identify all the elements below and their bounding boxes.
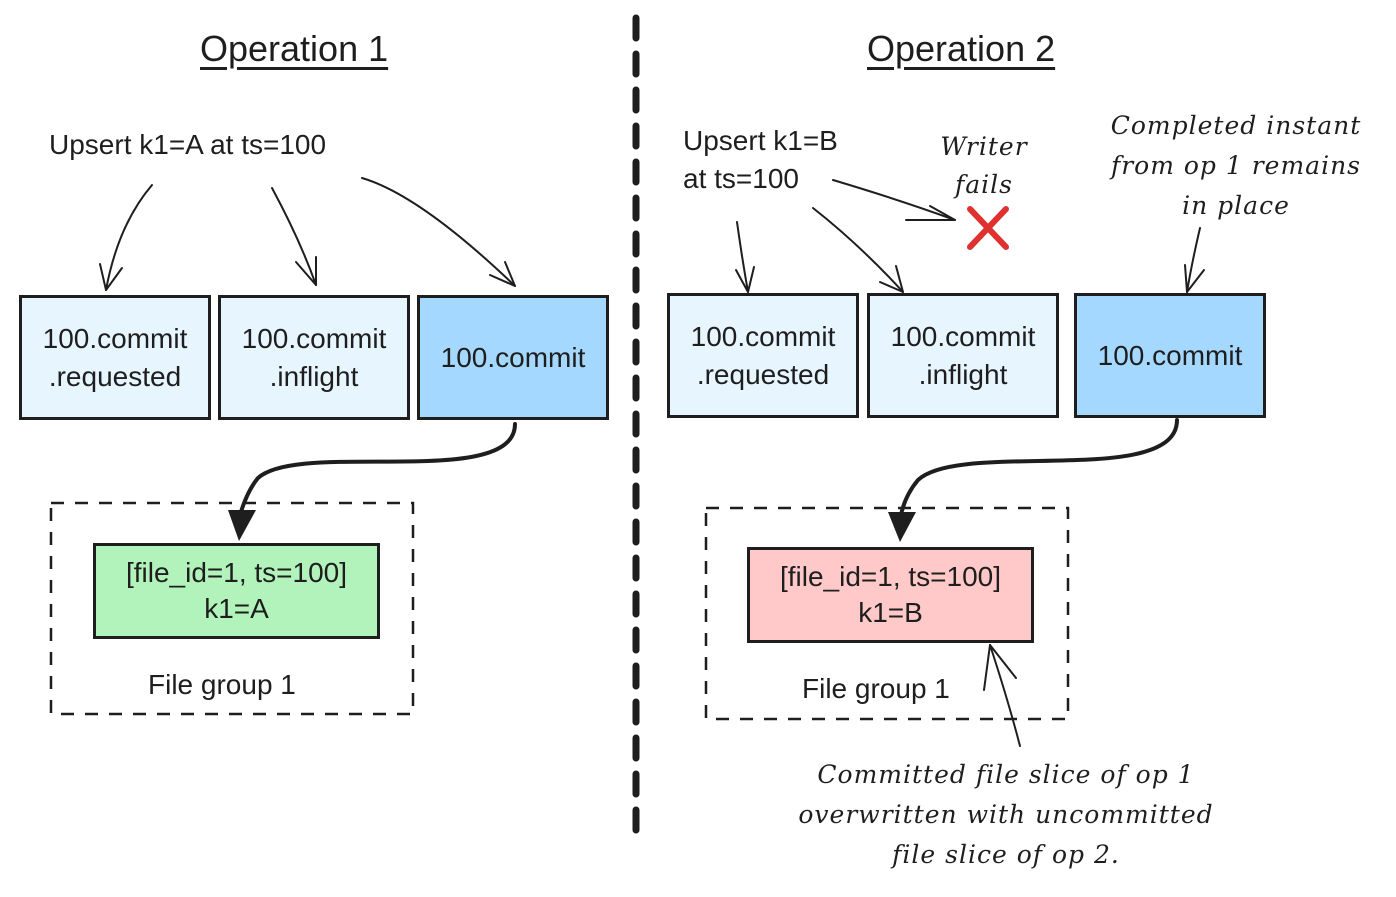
arrow-op2-commit-to-slice — [899, 418, 1179, 517]
file-slice-id: [file_id=1, ts=100] — [779, 561, 1002, 592]
op1-instant-requested[interactable]: 100.commit .requested — [19, 295, 211, 420]
writer-fails-line2: fails — [955, 170, 1013, 199]
writer-fails-line1: Writer — [940, 132, 1028, 161]
note-line: from op 1 remains — [1110, 151, 1362, 180]
note-line: Committed file slice of op 1 — [817, 760, 1195, 789]
instant-line2: .inflight — [269, 360, 359, 392]
instant-line2: .requested — [48, 360, 182, 392]
arrow-op1-to-inflight — [271, 187, 317, 286]
op1-instant-inflight[interactable]: 100.commit .inflight — [218, 295, 410, 420]
arrow-completed-note — [1186, 227, 1201, 293]
instant-line2: .inflight — [918, 358, 1008, 390]
op2-upsert-line2: at ts=100 — [683, 163, 799, 194]
op1-instant-commit[interactable]: 100.commit — [417, 295, 609, 420]
arrow-op1-to-commit — [361, 177, 516, 287]
op2-file-group-label: File group 1 — [802, 673, 950, 704]
op2-instant-requested[interactable]: 100.commit .requested — [667, 293, 859, 418]
instant-line2: .requested — [696, 358, 830, 390]
arrowhead-op1-slice — [228, 510, 256, 541]
op2-instant-commit[interactable]: 100.commit — [1074, 293, 1266, 418]
arrowhead-op2-slice — [888, 512, 916, 542]
op2-upsert-label: Upsert k1=B at ts=100 — [683, 124, 838, 196]
op1-file-slice[interactable]: [file_id=1, ts=100] k1=A — [93, 543, 380, 639]
arrow-op2-to-requested — [736, 221, 749, 293]
file-slice-key: k1=B — [858, 597, 923, 628]
arrow-op2-to-inflight — [812, 207, 904, 293]
arrow-op1-to-requested — [105, 184, 153, 291]
note-line: file slice of op 2. — [892, 840, 1120, 869]
op2-title: Operation 2 — [867, 28, 1056, 69]
arrow-overwrite-note — [989, 644, 1021, 747]
arrow-op1-commit-to-slice — [238, 422, 517, 517]
op1-upsert-label: Upsert k1=A at ts=100 — [49, 129, 327, 160]
instant-line1: 100.commit — [241, 322, 387, 354]
note-line: Completed instant — [1110, 111, 1362, 140]
op1-title: Operation 1 — [200, 28, 389, 69]
instant-line1: 100.commit — [440, 341, 586, 373]
file-slice-key: k1=A — [204, 593, 269, 624]
writer-fails-note: Writer fails — [928, 128, 1040, 204]
op2-upsert-line1: Upsert k1=B — [683, 125, 838, 156]
overwrite-note: Committed file slice of op 1 overwritten… — [770, 755, 1242, 875]
note-line: in place — [1182, 191, 1290, 220]
instant-line1: 100.commit — [690, 320, 836, 352]
file-slice-id: [file_id=1, ts=100] — [125, 557, 348, 588]
instant-line1: 100.commit — [42, 322, 188, 354]
instant-line1: 100.commit — [1097, 339, 1243, 371]
instant-line1: 100.commit — [890, 320, 1036, 352]
op2-instant-inflight[interactable]: 100.commit .inflight — [867, 293, 1059, 418]
note-line: overwritten with uncommitted — [798, 800, 1214, 829]
file-group-outline-op2 — [704, 506, 1070, 721]
op1-file-group-label: File group 1 — [148, 669, 296, 700]
x-mark-icon — [967, 206, 1009, 250]
file-group-outline-op1 — [49, 501, 415, 716]
completed-instant-note: Completed instant from op 1 remains in p… — [1088, 106, 1384, 226]
op2-file-slice[interactable]: [file_id=1, ts=100] k1=B — [747, 547, 1034, 643]
arrow-op2-writer-fails — [832, 179, 956, 221]
